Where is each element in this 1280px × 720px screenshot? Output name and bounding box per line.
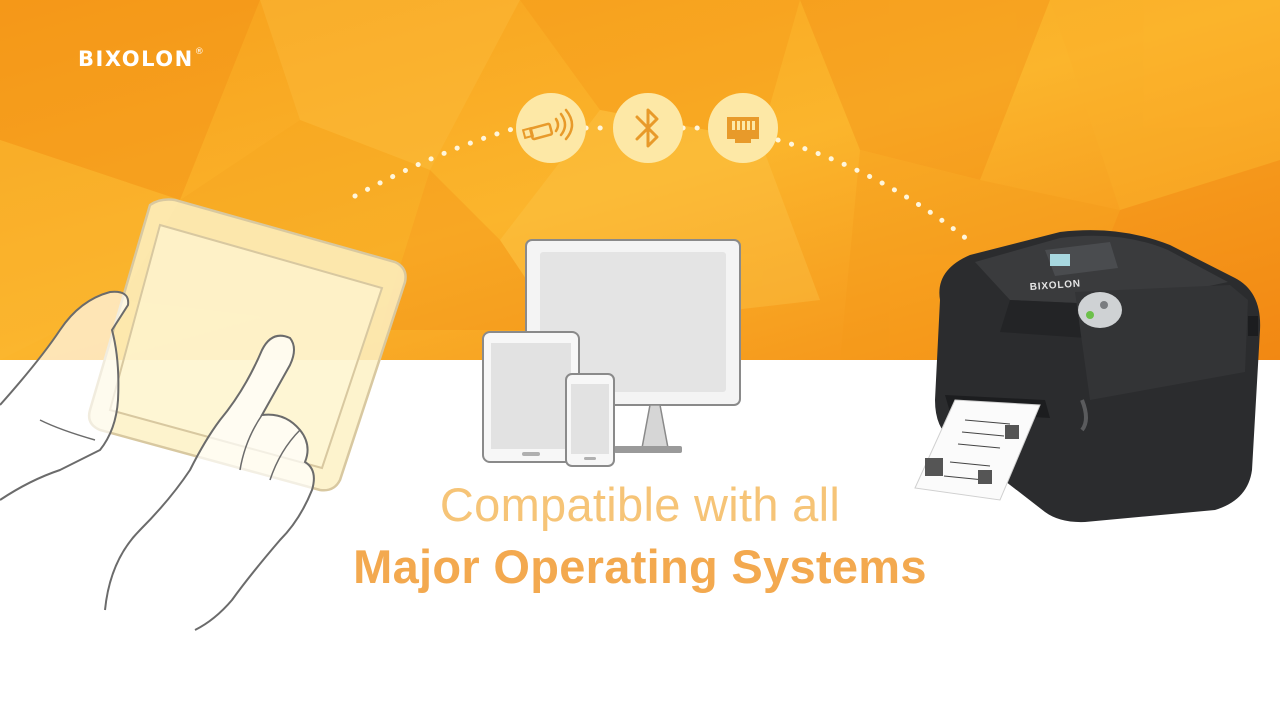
tablet-in-hands bbox=[0, 198, 407, 631]
bluetooth-icon bbox=[613, 93, 683, 163]
tablet-screen bbox=[108, 223, 384, 470]
brand-logo: BIXOLON® bbox=[78, 47, 205, 71]
brand-logo-text: BIXOLON bbox=[78, 47, 194, 71]
left-hand bbox=[0, 290, 130, 501]
registered-mark: ® bbox=[194, 47, 206, 57]
tablet-device bbox=[482, 331, 580, 463]
tagline: Compatible with all Major Operating Syst… bbox=[0, 476, 1280, 596]
dotted-arc-right bbox=[775, 137, 971, 243]
right-hand bbox=[104, 334, 315, 631]
ethernet-port-icon bbox=[708, 93, 778, 163]
smartphone-device bbox=[565, 373, 615, 467]
usb-wifi-dongle-icon bbox=[516, 93, 586, 163]
tagline-line-1: Compatible with all bbox=[439, 478, 841, 531]
dotted-arc-left bbox=[352, 125, 519, 199]
tagline-line-2: Major Operating Systems bbox=[353, 540, 927, 593]
label-printer bbox=[914, 230, 1261, 523]
